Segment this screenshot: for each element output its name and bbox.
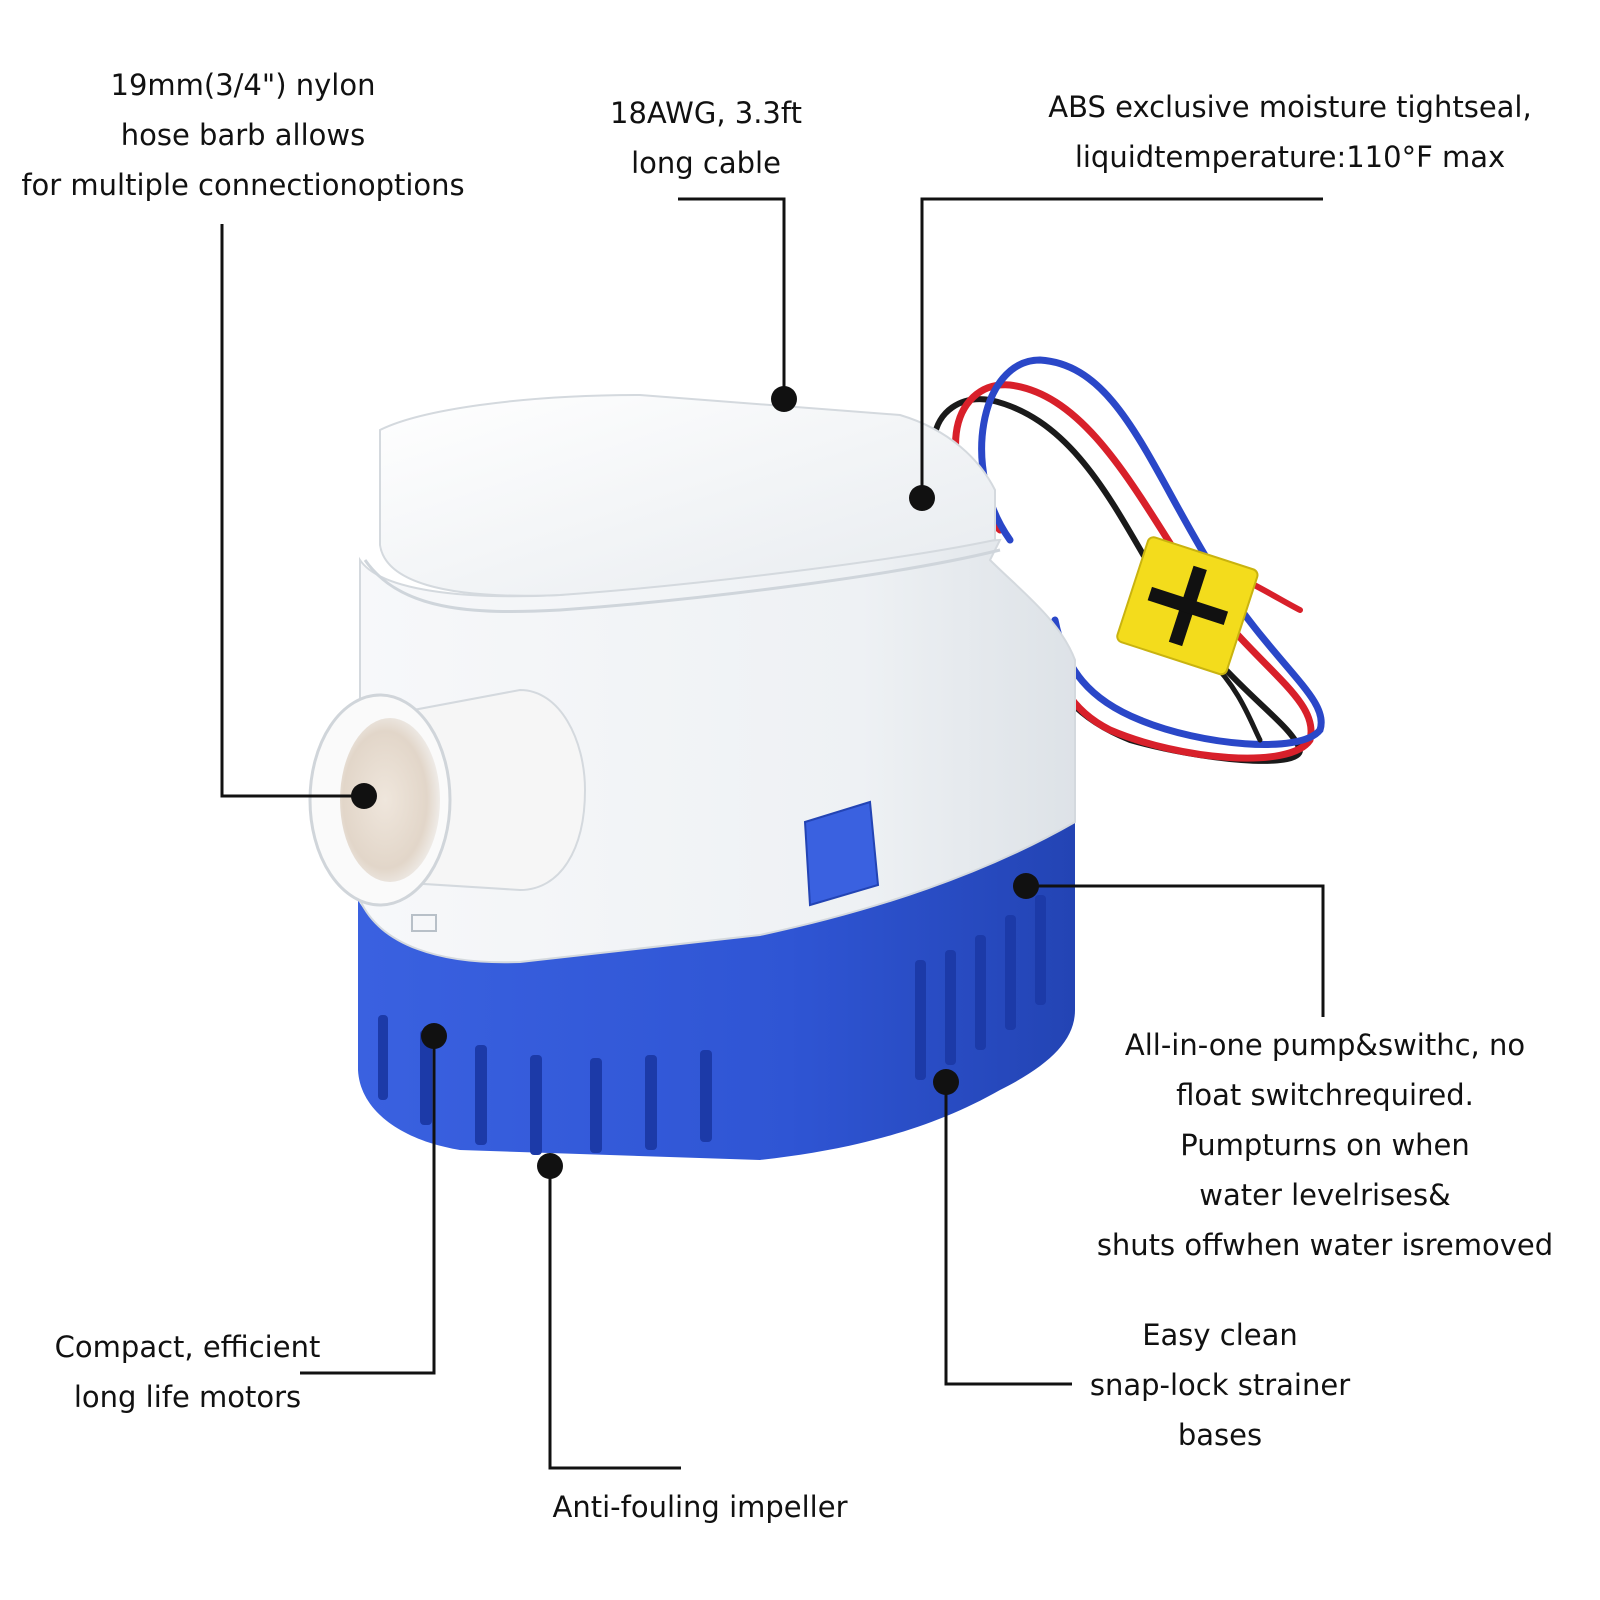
callout-line: Pumpturns on when <box>1180 1128 1470 1162</box>
callout-line: long life motors <box>73 1380 302 1414</box>
callout-all-in-one: All-in-one pump&swithc, no float switchr… <box>1090 1020 1560 1270</box>
strainer-slots-side <box>915 895 1046 1080</box>
callout-line: All-in-one pump&swithc, no <box>1124 1028 1526 1062</box>
callout-hose-barb: 19mm(3/4") nylon hose barb allows for mu… <box>18 60 468 210</box>
small-marker <box>411 914 437 932</box>
leader-all-in-one <box>1026 884 1325 1017</box>
callout-line: Anti-fouling impeller <box>552 1490 848 1524</box>
dot-motors <box>421 1023 447 1049</box>
callout-line: liquidtemperature:110°F max <box>1074 140 1506 174</box>
callout-line: hose barb allows <box>120 118 366 152</box>
red-wire <box>952 381 1315 762</box>
callout-line: Easy clean <box>1142 1318 1298 1352</box>
hose-barb-outlet <box>308 688 587 907</box>
dot-impeller <box>537 1153 563 1179</box>
plus-sign-horizontal <box>1147 586 1229 625</box>
strainer-slots-front <box>378 1015 712 1155</box>
callout-motors: Compact, efficient long life motors <box>50 1322 325 1422</box>
callout-line: bases <box>1177 1418 1263 1452</box>
housing-lid <box>379 393 996 597</box>
leader-dots <box>351 386 1039 1179</box>
callout-impeller: Anti-fouling impeller <box>540 1482 860 1532</box>
callout-line: long cable <box>631 146 781 180</box>
callout-line: for multiple connectionoptions <box>21 168 465 202</box>
callout-line: snap-lock strainer <box>1089 1368 1351 1402</box>
side-switch <box>803 800 880 907</box>
callout-line: 18AWG, 3.3ft <box>610 96 802 130</box>
blue-strainer-base <box>358 820 1075 1160</box>
leader-lines <box>220 197 1325 1470</box>
leader-motors <box>300 1036 436 1375</box>
leader-abs <box>920 197 1323 498</box>
dot-all-in-one <box>1013 873 1039 899</box>
dot-easy-clean <box>933 1069 959 1095</box>
blue-wire <box>978 356 1325 748</box>
callout-line: 19mm(3/4") nylon <box>110 68 376 102</box>
leader-easy-clean <box>944 1082 1072 1386</box>
callout-easy-clean: Easy clean snap-lock strainer bases <box>1075 1310 1365 1460</box>
callout-line: shuts offwhen water isremoved <box>1096 1228 1554 1262</box>
lid-seam <box>363 548 1001 614</box>
dot-abs <box>909 485 935 511</box>
callout-line: Compact, efficient <box>54 1330 321 1364</box>
leader-cable <box>678 197 786 399</box>
callout-line: float switchrequired. <box>1176 1078 1474 1112</box>
leader-impeller <box>548 1166 681 1470</box>
leader-hose-barb <box>220 224 364 798</box>
callout-line: ABS exclusive moisture tightseal, <box>1048 90 1532 124</box>
callout-abs: ABS exclusive moisture tightseal, liquid… <box>1040 82 1540 182</box>
callout-line: water levelrises& <box>1199 1178 1451 1212</box>
dot-cable <box>771 386 797 412</box>
polarity-tag <box>1116 536 1259 676</box>
callout-cable: 18AWG, 3.3ft long cable <box>596 88 816 188</box>
dot-hose-barb <box>351 783 377 809</box>
